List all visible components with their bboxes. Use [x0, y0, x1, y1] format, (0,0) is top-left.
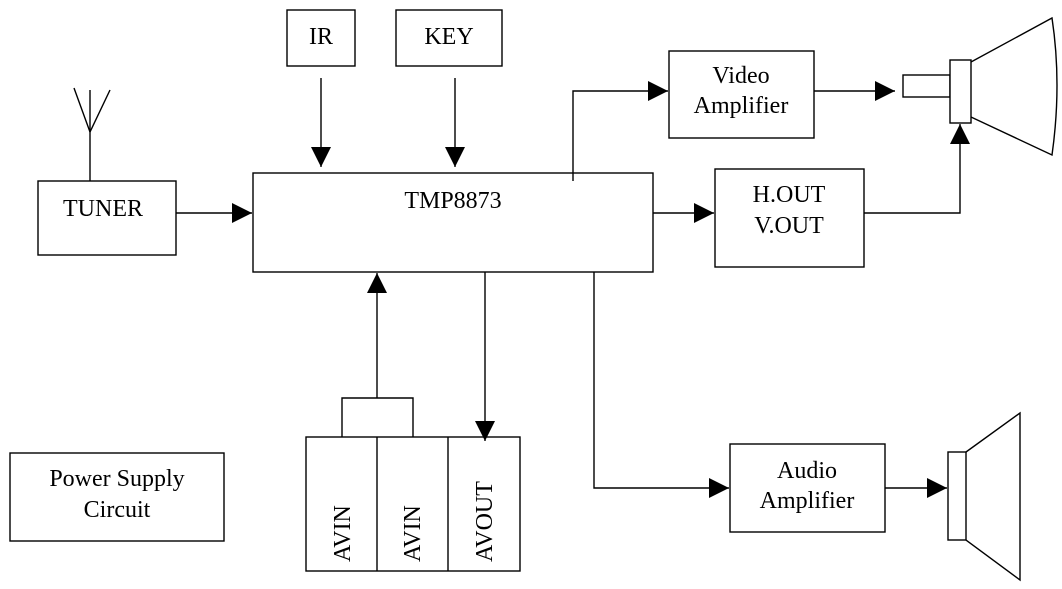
tmp8873-label: TMP8873	[404, 188, 501, 214]
video-amplifier-label-line1: Video	[712, 63, 769, 89]
av-out-label: AVOUT	[472, 481, 498, 562]
tmp8873-block: TMP8873	[252, 172, 654, 273]
tmp-to-audio-amp-arrow	[593, 272, 729, 498]
ir-label: IR	[309, 24, 333, 50]
v-out-label: V.OUT	[754, 213, 824, 239]
video-amplifier-block: Video Amplifier	[668, 50, 815, 139]
ir-block: IR	[286, 9, 356, 67]
audio-amplifier-label-line1: Audio	[777, 458, 837, 484]
key-label: KEY	[424, 24, 473, 50]
tuner-label: TUNER	[63, 196, 143, 222]
key-block: KEY	[395, 9, 503, 67]
crt-icon	[902, 16, 1058, 157]
av-in-merge-wire	[341, 397, 414, 437]
av-in-2-label: AVIN	[400, 505, 426, 562]
audio-amplifier-label-line2: Amplifier	[760, 488, 855, 514]
tuner-block: TUNER	[37, 180, 177, 256]
av-ports-block: AVIN AVIN AVOUT	[305, 436, 521, 572]
video-amplifier-label-line2: Amplifier	[694, 93, 789, 119]
hv-out-to-crt-arrow	[864, 124, 970, 214]
tmp-to-video-amp-arrow	[572, 81, 668, 181]
hv-out-block: H.OUT V.OUT	[714, 168, 865, 268]
antenna-icon	[73, 87, 111, 181]
h-out-label: H.OUT	[753, 182, 826, 208]
speaker-icon	[947, 411, 1021, 582]
power-supply-label-line1: Power Supply	[49, 466, 184, 492]
power-supply-label-line2: Circuit	[84, 497, 151, 523]
power-supply-block: Power Supply Circuit	[9, 452, 225, 542]
av-in-1-label: AVIN	[330, 505, 356, 562]
audio-amplifier-block: Audio Amplifier	[729, 443, 886, 533]
